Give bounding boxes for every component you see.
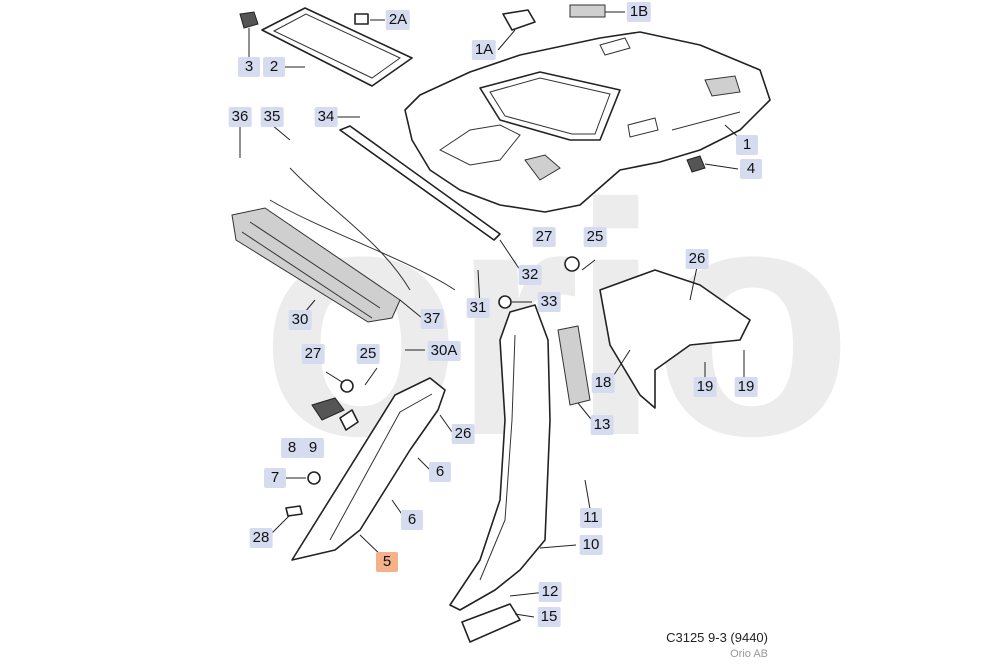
callout-26-upper[interactable]: 26 (685, 249, 709, 269)
clip-7-part (307, 471, 321, 485)
callout-1[interactable]: 1 (736, 135, 758, 155)
seal-37-part (289, 167, 411, 291)
callout-1a[interactable]: 1A (471, 40, 497, 60)
callout-8[interactable]: 8 (281, 438, 303, 458)
callout-36[interactable]: 36 (228, 107, 252, 127)
clip-27b-part (564, 256, 580, 272)
callout-6-lower[interactable]: 6 (401, 510, 423, 530)
clip-2a-part (354, 13, 369, 25)
c-pillar-trim-part (599, 269, 751, 409)
callout-15[interactable]: 15 (537, 607, 561, 627)
brand-label: Orio AB (730, 648, 768, 660)
callout-25-upper[interactable]: 25 (583, 227, 607, 247)
callout-18[interactable]: 18 (591, 373, 615, 393)
callout-12[interactable]: 12 (538, 582, 562, 602)
callout-9[interactable]: 9 (302, 438, 324, 458)
callout-2a[interactable]: 2A (385, 10, 411, 30)
clip-3-part (239, 11, 259, 29)
callout-11[interactable]: 11 (580, 508, 602, 528)
leader-lines (239, 11, 748, 618)
rail-32-part (339, 125, 501, 241)
clip-28-part (285, 505, 303, 517)
callout-28[interactable]: 28 (249, 528, 273, 548)
callout-13[interactable]: 13 (590, 415, 614, 435)
callout-26[interactable]: 26 (451, 424, 475, 444)
callout-5-highlighted[interactable]: 5 (376, 552, 398, 572)
callout-3[interactable]: 3 (238, 57, 260, 77)
clip-33-part (498, 295, 512, 309)
callout-6[interactable]: 6 (429, 462, 451, 482)
clip-27-part (340, 379, 354, 393)
callout-27-upper[interactable]: 27 (532, 227, 556, 247)
callout-2[interactable]: 2 (263, 57, 285, 77)
lamp-8-part (311, 397, 345, 421)
panel-30-part (231, 207, 401, 323)
callout-34[interactable]: 34 (314, 107, 338, 127)
a-pillar-trim-part (291, 377, 446, 561)
cover-15-part (461, 603, 521, 643)
handle-13-part (557, 325, 591, 406)
seal-31-part (269, 199, 456, 291)
b-pillar-trim-part (449, 304, 551, 611)
callout-27[interactable]: 27 (301, 344, 325, 364)
callout-30a[interactable]: 30A (427, 341, 461, 361)
callout-30[interactable]: 30 (288, 310, 312, 330)
callout-10[interactable]: 10 (579, 535, 603, 555)
callout-37[interactable]: 37 (420, 309, 444, 329)
callout-7[interactable]: 7 (264, 468, 286, 488)
headliner-part (404, 31, 771, 213)
cover-1b-part (569, 4, 606, 18)
callout-25[interactable]: 25 (356, 344, 380, 364)
callout-35[interactable]: 35 (260, 107, 284, 127)
lamp-1a-part (502, 9, 536, 31)
callout-33[interactable]: 33 (537, 292, 561, 312)
callout-19[interactable]: 19 (693, 377, 717, 397)
callout-19-right[interactable]: 19 (734, 377, 758, 397)
diagram-caption: C3125 9-3 (9440) (666, 630, 768, 645)
callout-1b[interactable]: 1B (626, 2, 652, 22)
clip-4-part (686, 155, 706, 173)
sunroof-frame-part (261, 7, 413, 87)
callout-4[interactable]: 4 (740, 159, 762, 179)
callout-31[interactable]: 31 (466, 298, 490, 318)
callout-32[interactable]: 32 (518, 265, 542, 285)
lens-9-part (339, 409, 359, 431)
